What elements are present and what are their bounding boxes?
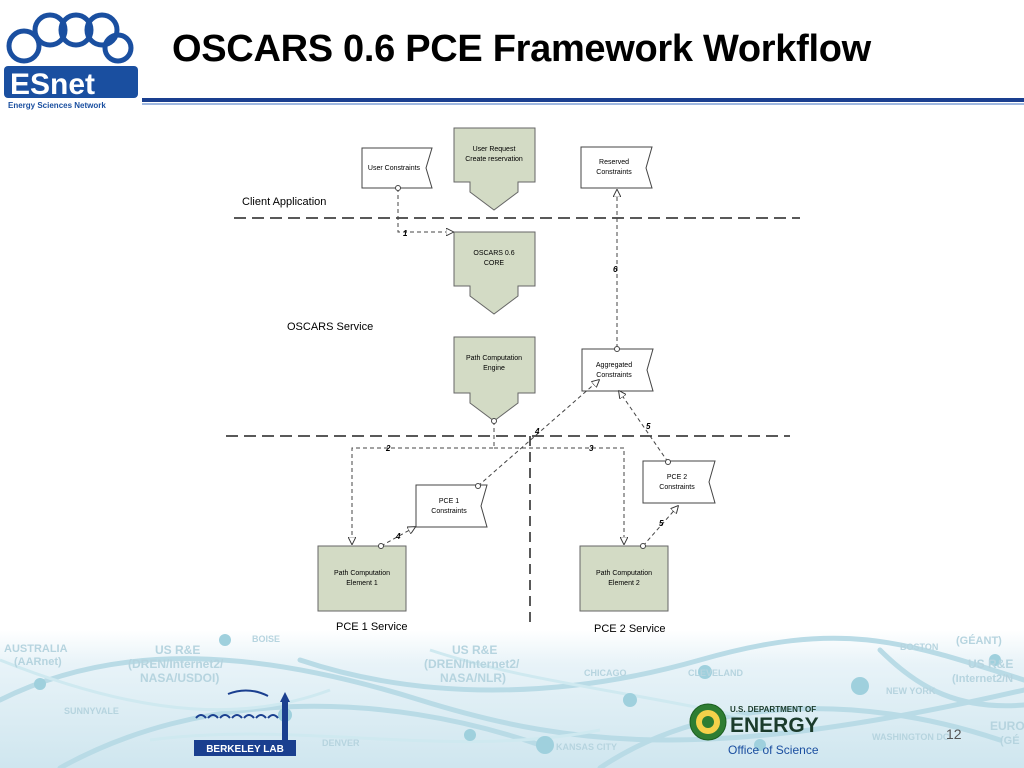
svg-text:Path Computation: Path Computation — [466, 355, 522, 362]
reserved-constraints-node: Reserved Constraints — [580, 146, 653, 189]
path-computation-element-1-node: Path Computation Element 1 — [317, 545, 407, 612]
map-label: (AARnet) — [14, 656, 62, 668]
svg-text:PCE 2: PCE 2 — [667, 474, 687, 481]
map-label: US R&E — [452, 643, 497, 657]
svg-text:Engine: Engine — [483, 365, 505, 372]
oscars-core-node: OSCARS 0.6 CORE — [453, 231, 536, 315]
map-label: US R&E — [155, 643, 200, 657]
berkeley-lab-text: BERKELEY LAB — [206, 744, 284, 755]
connector-step-4-upper — [477, 380, 599, 487]
svg-text:User Request: User Request — [473, 146, 516, 153]
connector-step-5-upper — [619, 391, 669, 463]
connector-step-3 — [494, 447, 624, 544]
map-label: CHICAGO — [584, 668, 627, 678]
step-label-5-lower: 5 — [659, 519, 664, 528]
doe-line3: Office of Science — [728, 743, 819, 757]
map-label: CLEVELAND — [688, 668, 744, 678]
svg-text:Element 2: Element 2 — [608, 580, 640, 587]
doe-office-of-science-logo: U.S. DEPARTMENT OF ENERGY Office of Scie… — [689, 703, 819, 757]
workflow-diagram: Client Application OSCARS Service PCE 1 … — [226, 127, 800, 635]
doe-line2: ENERGY — [730, 714, 819, 737]
pce2-constraints-node: PCE 2 Constraints — [642, 460, 716, 504]
doe-line1: U.S. DEPARTMENT OF — [730, 705, 816, 714]
title-rule-accent — [142, 103, 1024, 105]
svg-text:Reserved: Reserved — [599, 159, 629, 166]
map-label: (DREN/Internet2/ — [424, 657, 520, 671]
user-request-node: User Request Create reservation — [453, 127, 536, 211]
map-label: DENVER — [322, 738, 360, 748]
map-label: US R&E — [968, 657, 1013, 671]
connector-step-1 — [397, 188, 453, 232]
label-oscars-service: OSCARS Service — [287, 321, 373, 333]
page-number: 12 — [946, 726, 962, 742]
svg-text:User Constraints: User Constraints — [368, 165, 421, 172]
map-label: BOSTON — [900, 642, 938, 652]
connector-step-2 — [352, 421, 495, 544]
berkeley-lab-logo: BERKELEY LAB — [194, 689, 296, 756]
svg-text:Constraints: Constraints — [659, 484, 695, 491]
path-computation-engine-node: Path Computation Engine — [453, 336, 536, 422]
esnet-logo: ESnet Energy Sciences Network — [4, 12, 138, 110]
map-label: (DREN/Internet2/ — [128, 657, 224, 671]
path-computation-element-2-node: Path Computation Element 2 — [579, 545, 669, 612]
user-constraints-node: User Constraints — [361, 147, 433, 189]
svg-text:Constraints: Constraints — [431, 508, 467, 515]
map-label: (Internet2/N — [952, 673, 1013, 685]
svg-text:Constraints: Constraints — [596, 372, 632, 379]
map-label: NASA/NLR) — [440, 671, 506, 685]
step-label-6: 6 — [613, 265, 618, 274]
svg-text:Element 1: Element 1 — [346, 580, 378, 587]
connector-step-5-lower — [642, 506, 678, 547]
map-label: (GÉANT) — [956, 634, 1002, 647]
svg-text:Create reservation: Create reservation — [465, 156, 523, 163]
slide-title: OSCARS 0.6 PCE Framework Workflow — [172, 28, 871, 70]
map-label: AUSTRALIA — [4, 643, 68, 655]
svg-text:Path Computation: Path Computation — [596, 570, 652, 577]
esnet-tagline: Energy Sciences Network — [8, 101, 106, 110]
label-pce2-service: PCE 2 Service — [594, 623, 666, 635]
svg-text:Constraints: Constraints — [596, 169, 632, 176]
map-label: EURO — [990, 719, 1024, 733]
map-label: BOISE — [252, 634, 280, 644]
svg-text:Path Computation: Path Computation — [334, 570, 390, 577]
label-client-application: Client Application — [242, 196, 326, 208]
map-label: NASA/USDOI) — [140, 671, 219, 685]
title-rule — [142, 98, 1024, 102]
svg-text:Aggregated: Aggregated — [596, 362, 632, 369]
map-label: SUNNYVALE — [64, 706, 119, 716]
step-label-2: 2 — [385, 444, 391, 453]
map-label: KANSAS CITY — [556, 742, 617, 752]
step-label-1: 1 — [403, 229, 408, 238]
svg-text:CORE: CORE — [484, 260, 505, 267]
svg-text:OSCARS 0.6: OSCARS 0.6 — [473, 250, 514, 257]
esnet-wordmark: ESnet — [10, 68, 95, 101]
svg-text:PCE 1: PCE 1 — [439, 498, 459, 505]
step-label-5-upper: 5 — [646, 422, 651, 431]
step-label-3: 3 — [589, 444, 594, 453]
label-pce1-service: PCE 1 Service — [336, 621, 408, 633]
map-label: WASHINGTON DC — [872, 732, 950, 742]
map-label: NEW YORK — [886, 686, 936, 696]
step-label-4-upper: 4 — [534, 427, 540, 436]
aggregated-constraints-node: Aggregated Constraints — [581, 348, 654, 392]
step-label-4-lower: 4 — [395, 532, 401, 541]
map-label: (GÉ — [1000, 734, 1020, 747]
pce1-constraints-node: PCE 1 Constraints — [415, 484, 488, 528]
